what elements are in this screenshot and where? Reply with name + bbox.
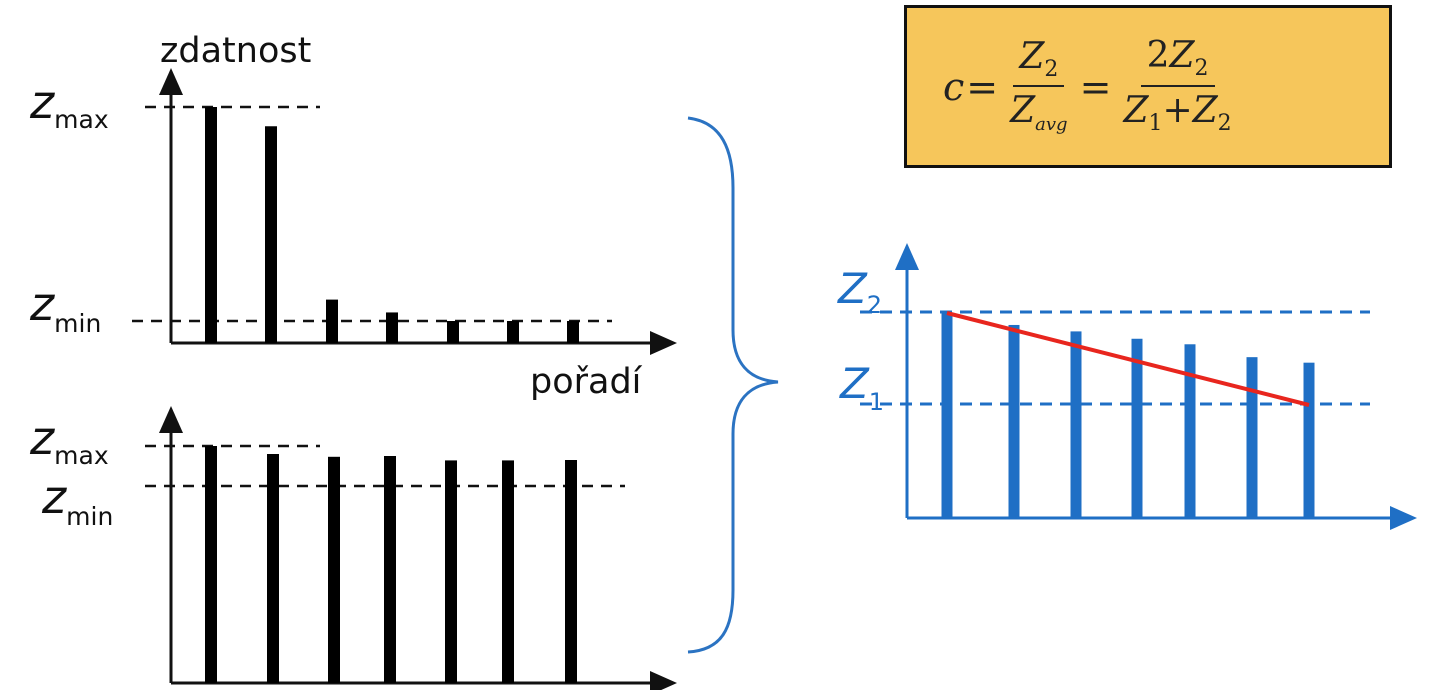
right-bar-2 bbox=[1008, 324, 1020, 518]
bottom-zmin-label: zmin bbox=[41, 470, 113, 531]
formula-equals-1: = bbox=[966, 64, 999, 109]
right-bar-1 bbox=[941, 313, 953, 518]
top-x-axis-label: pořadí bbox=[530, 362, 643, 402]
z2-label: Z2 bbox=[837, 264, 882, 319]
fraction-right-numerator: 2Z2 bbox=[1140, 38, 1215, 87]
top-bars bbox=[205, 107, 579, 343]
right-bar-7 bbox=[1303, 362, 1315, 518]
bottom-bar-5 bbox=[445, 460, 457, 683]
curly-brace bbox=[687, 116, 779, 654]
bottom-bar-7 bbox=[565, 460, 577, 683]
bottom-bar-3 bbox=[328, 456, 340, 683]
bottom-bar-4 bbox=[384, 456, 396, 683]
bottom-bars bbox=[205, 446, 577, 683]
top-chart: zdatnost pořadí zmax zmin bbox=[29, 31, 677, 402]
bottom-chart: zmax zmin bbox=[29, 406, 677, 690]
formula: c = Z2 Zavg = 2Z2 Z1+Z2 bbox=[943, 8, 1242, 165]
top-bar-1 bbox=[205, 107, 217, 343]
fraction-right: 2Z2 Z1+Z2 bbox=[1117, 38, 1237, 134]
z1-label: Z1 bbox=[839, 359, 884, 416]
right-bars bbox=[941, 313, 1315, 518]
top-zmin-label: zmin bbox=[29, 277, 101, 338]
bottom-bar-2 bbox=[267, 454, 279, 683]
top-zmax-label: zmax bbox=[29, 75, 109, 134]
top-bar-7 bbox=[567, 321, 579, 343]
fraction-left-numerator: Z2 bbox=[1013, 38, 1065, 87]
formula-c: c bbox=[943, 64, 965, 109]
bottom-zmax-label: zmax bbox=[29, 411, 109, 470]
formula-equals-2: = bbox=[1079, 64, 1112, 109]
right-bar-4 bbox=[1131, 338, 1143, 518]
top-bar-4 bbox=[386, 312, 398, 343]
formula-box: c = Z2 Zavg = 2Z2 Z1+Z2 bbox=[904, 5, 1392, 168]
right-bar-3 bbox=[1070, 331, 1082, 518]
trend-line bbox=[946, 311, 1310, 407]
top-y-axis-label: zdatnost bbox=[160, 31, 311, 71]
fraction-right-denominator: Z1+Z2 bbox=[1123, 89, 1232, 136]
bottom-bar-1 bbox=[205, 446, 217, 683]
right-chart: Z2 Z1 bbox=[837, 243, 1417, 530]
top-bar-5 bbox=[447, 321, 459, 343]
top-bar-6 bbox=[507, 321, 519, 343]
fraction-left-denominator: Zavg bbox=[1010, 90, 1068, 136]
right-bar-6 bbox=[1246, 357, 1258, 518]
fraction-left: Z2 Zavg bbox=[1004, 38, 1073, 136]
top-bar-2 bbox=[265, 126, 277, 343]
right-bar-5 bbox=[1184, 344, 1196, 518]
top-bar-3 bbox=[326, 299, 338, 343]
bottom-bar-6 bbox=[502, 460, 514, 683]
